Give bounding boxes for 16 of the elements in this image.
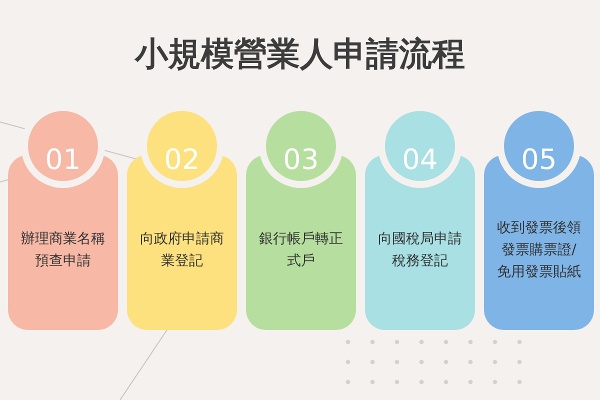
title: 小規模營業人申請流程 — [133, 33, 466, 75]
step-number: 04 — [401, 142, 439, 178]
step-number: 03 — [282, 142, 320, 178]
step-number: 02 — [163, 142, 201, 178]
step-card — [365, 110, 475, 330]
step-number: 05 — [520, 142, 558, 178]
step-card — [246, 110, 356, 330]
step-description: 辦理商業名稱預查申請 — [20, 230, 106, 271]
step-card — [8, 110, 118, 330]
step-description: 向國稅局申請稅務登記 — [377, 230, 463, 271]
step-description: 向政府申請商業登記 — [139, 230, 225, 271]
step-card — [127, 110, 237, 330]
step-card — [484, 110, 594, 330]
step-number: 01 — [44, 142, 82, 178]
step-description: 收到發票後領發票購票證/免用發票貼紙 — [496, 219, 582, 282]
step-description: 銀行帳戶轉正式戶 — [258, 230, 344, 271]
